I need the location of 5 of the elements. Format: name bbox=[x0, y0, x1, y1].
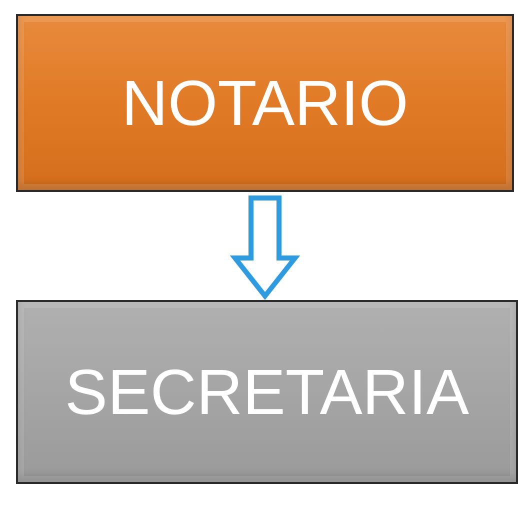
process-box bbox=[16, 300, 518, 484]
box-label: NOTARIO bbox=[122, 71, 408, 135]
block-arrow bbox=[230, 196, 300, 300]
process-box bbox=[16, 14, 514, 192]
box-label: SECRETARIA bbox=[64, 360, 470, 424]
